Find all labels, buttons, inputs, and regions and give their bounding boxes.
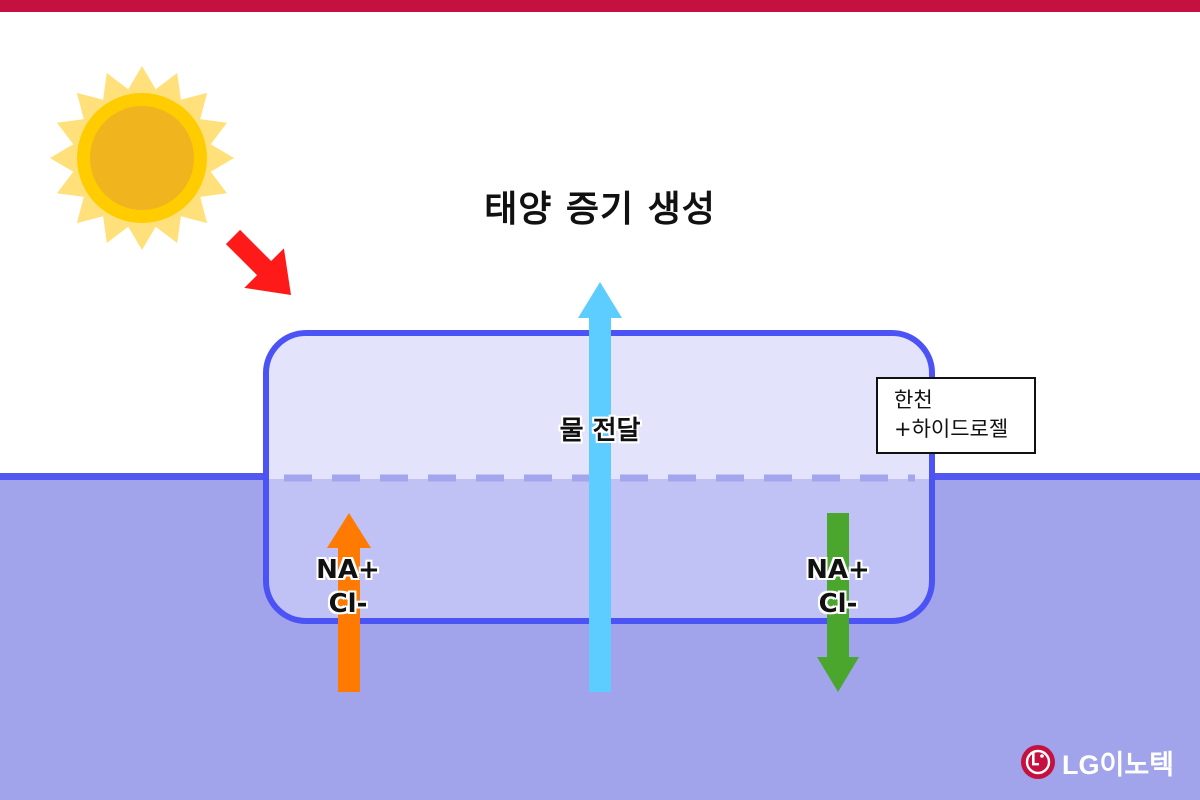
sunlight-arrow-icon [225,229,291,295]
water-transfer-arrow [578,282,622,692]
ion-left-sodium: NA+ [316,555,380,585]
logo-text: LG이노텍 [1062,749,1175,780]
lg-innotek-logo: LG이노텍 [1020,742,1174,782]
ion-right-sodium: NA+ [806,555,870,585]
ion-up-arrow [327,513,371,692]
ion-label-left: NA+ Cl- [288,553,408,621]
hydrogel-label-line2: +하이드로젤 [894,417,1009,441]
hydrogel-label-line1: 한천 [894,388,933,412]
water-transfer-label: 물 전달 [559,416,641,446]
ion-right-chloride: Cl- [818,589,858,619]
ion-left-chloride: Cl- [328,589,368,619]
ion-down-arrow [817,513,859,692]
sun-icon [50,66,234,250]
diagram-title: 태양 증기 생성 [484,189,716,230]
lg-logo-icon [1021,745,1055,779]
hydrogel-label-box: 한천 +하이드로젤 [876,377,1036,454]
top-bar [0,0,1200,12]
ion-label-right: NA+ Cl- [778,553,898,621]
